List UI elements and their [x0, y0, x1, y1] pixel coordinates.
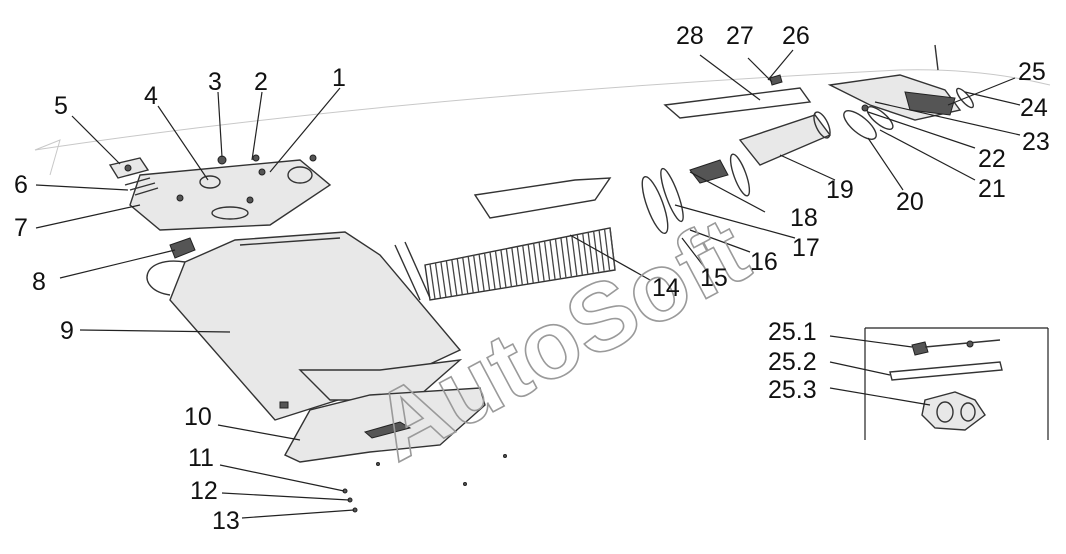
hose-rib [429, 263, 436, 300]
bolt-6 [124, 177, 159, 196]
hose-rib [472, 255, 480, 292]
callout-15: 15 [700, 264, 728, 292]
hose-rib [516, 246, 523, 285]
hose-rib [434, 262, 442, 299]
hose-rib [440, 261, 447, 298]
callout-20: 20 [896, 188, 924, 216]
hose-rib [522, 245, 529, 284]
hose-rib [582, 233, 589, 274]
hose-rib [543, 241, 551, 280]
clamp-8 [169, 237, 196, 259]
detail-inset-25 [864, 327, 1049, 440]
callout-27: 27 [726, 22, 754, 50]
callout-11: 11 [188, 444, 214, 472]
shield-28 [663, 74, 812, 119]
hose-rib [609, 227, 616, 270]
callout-14: 14 [652, 274, 680, 302]
callout-8: 8 [32, 268, 46, 296]
callout-18: 18 [790, 204, 818, 232]
hose-rib [592, 231, 600, 272]
callout-1: 1 [332, 64, 346, 92]
callout-19: 19 [826, 176, 854, 204]
cover-10 [284, 359, 486, 463]
nut-washer-set [217, 154, 317, 176]
hose-rib [511, 247, 518, 286]
leader-lines [35, 49, 1021, 519]
callout-26: 26 [782, 22, 810, 50]
heat-shield-plate [473, 177, 612, 219]
hose-rib [549, 239, 556, 280]
callout-labels: 1 2 3 4 5 6 7 8 9 10 11 12 13 14 15 16 1… [14, 22, 1050, 535]
callout-13: 13 [212, 507, 240, 535]
hose-rib [445, 260, 453, 297]
hose-rib [462, 257, 469, 294]
callout-4: 4 [144, 82, 158, 110]
mounting-bracket [129, 159, 332, 231]
hose-rib [505, 248, 513, 287]
callout-7: 7 [14, 214, 28, 242]
callout-25-2: 25.2 [768, 348, 817, 376]
hose-rib [456, 258, 463, 295]
bracket-25 [827, 44, 974, 121]
hose-rib [532, 243, 540, 282]
hose-rib [587, 232, 594, 273]
hose-rib [494, 250, 502, 289]
callout-25: 25 [1018, 58, 1046, 86]
callout-17: 17 [792, 234, 820, 262]
pipe-19 [738, 111, 832, 166]
hose-rib [500, 249, 507, 288]
callout-3: 3 [208, 68, 222, 96]
hose-rib [598, 230, 605, 271]
hose-rib [489, 251, 496, 290]
hose-rib [571, 235, 578, 276]
corrugated-hose-14 [394, 227, 616, 301]
hose-rib [576, 234, 583, 275]
hose-rib [451, 259, 458, 296]
hose-rib [478, 254, 485, 291]
callout-9: 9 [60, 317, 74, 345]
callout-10: 10 [184, 403, 212, 431]
hose-rib [560, 237, 567, 278]
callout-24: 24 [1020, 94, 1048, 122]
floor-outline-left [34, 139, 61, 176]
callout-28: 28 [676, 22, 704, 50]
gasket-20-23 [843, 104, 894, 140]
hose-rib [565, 236, 573, 277]
hose-rib [603, 229, 611, 270]
callout-23: 23 [1022, 128, 1050, 156]
callout-12: 12 [190, 477, 218, 505]
callout-6: 6 [14, 171, 28, 199]
callout-25-1: 25.1 [768, 318, 817, 346]
hose-rib [554, 238, 562, 279]
callout-25-3: 25.3 [768, 376, 817, 404]
callout-2: 2 [254, 68, 268, 96]
floor-outline [34, 69, 1051, 151]
callout-16: 16 [750, 248, 778, 276]
hose-rib [527, 244, 534, 283]
callout-22: 22 [978, 145, 1006, 173]
callout-5: 5 [54, 92, 68, 120]
hose-rib [483, 253, 491, 290]
hose-rib [538, 242, 545, 281]
callout-21: 21 [978, 175, 1006, 203]
hose-rib [467, 256, 474, 293]
